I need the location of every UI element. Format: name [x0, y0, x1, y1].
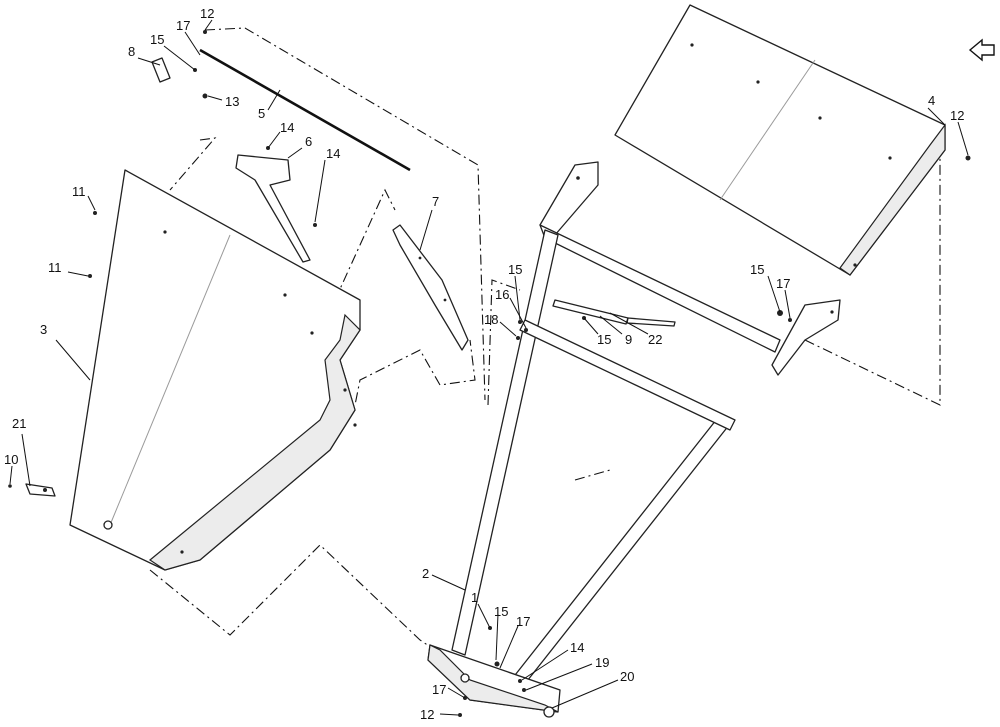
- callout-15c: 15: [508, 262, 522, 277]
- leader-lines: [9, 19, 969, 716]
- callout-16: 16: [495, 287, 509, 302]
- callout-8: 8: [128, 44, 135, 59]
- hardware-fasteners: [43, 30, 971, 717]
- callout-labels: 1 2 3 4 5 6 7 8 9 10 11 11 12 12 12 13 1…: [4, 6, 964, 722]
- top-cover-panel: [614, 4, 946, 276]
- callout-2: 2: [422, 566, 429, 581]
- callout-7: 7: [432, 194, 439, 209]
- callout-10: 10: [4, 452, 18, 467]
- callout-3: 3: [40, 322, 47, 337]
- callout-15b: 15: [750, 262, 764, 277]
- callout-19: 19: [595, 655, 609, 670]
- hinge-bracket-21: [8, 483, 56, 497]
- callout-17a: 17: [176, 18, 190, 33]
- callout-9: 9: [625, 332, 632, 347]
- callout-18: 18: [484, 312, 498, 327]
- callout-11b: 11: [48, 260, 62, 275]
- clip-8: [151, 57, 171, 83]
- callout-13: 13: [225, 94, 239, 109]
- bracket-6: [235, 154, 311, 263]
- callout-12b: 12: [950, 108, 964, 123]
- callout-6: 6: [305, 134, 312, 149]
- orientation-arrow-icon: [968, 38, 995, 62]
- callout-15e: 15: [494, 604, 508, 619]
- callout-17c: 17: [516, 614, 530, 629]
- side-panel: [69, 169, 361, 571]
- callout-14c: 14: [570, 640, 584, 655]
- callout-12c: 12: [420, 707, 434, 722]
- callout-17d: 17: [432, 682, 446, 697]
- callout-20: 20: [620, 669, 634, 684]
- callout-1: 1: [471, 590, 478, 605]
- callout-22: 22: [648, 332, 662, 347]
- knob-20: [543, 706, 555, 718]
- callout-11a: 11: [72, 184, 86, 199]
- callout-17b: 17: [776, 276, 790, 291]
- callout-15d: 15: [597, 332, 611, 347]
- callout-14b: 14: [326, 146, 340, 161]
- callout-15a: 15: [150, 32, 164, 47]
- gas-strut: [552, 299, 676, 327]
- callout-5: 5: [258, 106, 265, 121]
- callout-21: 21: [12, 416, 26, 431]
- main-frame: [427, 161, 841, 713]
- callout-4: 4: [928, 93, 935, 108]
- bracket-7: [392, 224, 469, 351]
- rod: [199, 48, 411, 172]
- callout-12a: 12: [200, 6, 214, 21]
- callout-14a: 14: [280, 120, 294, 135]
